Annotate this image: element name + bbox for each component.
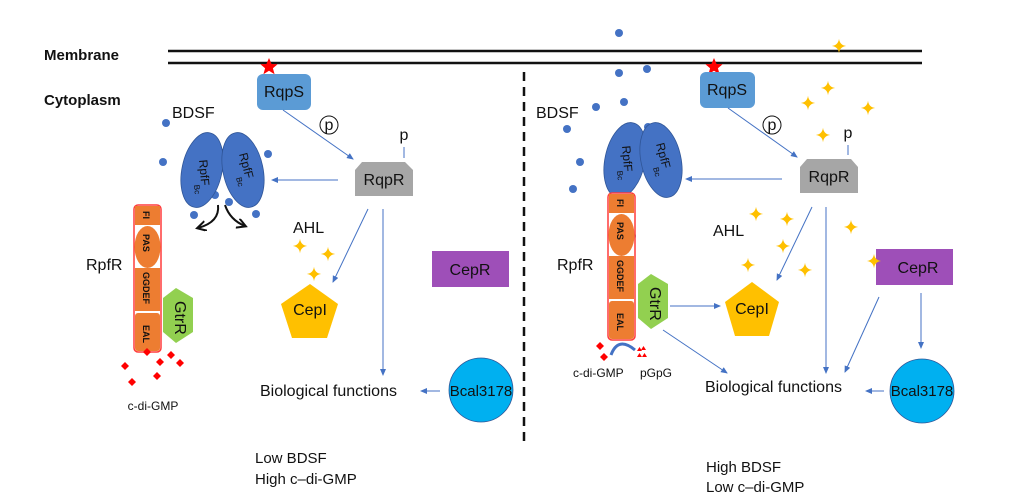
cepi-label: CepI [293,302,327,319]
condition-line-1: High BDSF [706,459,781,476]
rpfr-domain-eal: EAL [141,325,151,344]
rqpr-node: RqpR p [800,125,858,193]
c-di-gmp-label: c-di-GMP [573,366,624,380]
gtrr-label: GtrR [646,287,663,321]
bio-functions-label: Biological functions [260,383,397,400]
gtrr-node: GtrR [163,288,193,343]
bdsf-extracellular [615,29,623,37]
arrow-rqps-rqpr [282,109,354,160]
arrow-rqpr-cepi [776,206,813,281]
rqpr-label: RqpR [364,172,405,189]
rpfr-domain-eal: EAL [615,313,625,332]
rqpr-node: RqpR p [355,127,413,196]
rpfr-domain-fi: FI [615,199,625,207]
ahl-label: AHL [293,220,324,237]
pgpg-label: pGpG [640,366,672,380]
phospho-circle [762,115,782,135]
rpff-label-2: RpfF [236,151,256,180]
c-di-gmp-label: c-di-GMP [128,399,179,413]
rpff-sub-2: Bc [651,166,662,177]
arrow-gtrr-bio [662,329,728,374]
phospho-circle-label: p [768,117,777,134]
c-di-gmp-molecules [596,342,608,361]
rpff-label-2: RpfF [653,141,673,170]
ahl-label: AHL [713,223,744,240]
cepi-label: CepI [735,301,769,318]
condition-line-1: Low BDSF [255,450,327,467]
rpfr-domain-ggdef: GGDEF [141,272,151,305]
cytoplasm-label: Cytoplasm [44,92,121,109]
rpfr-label: RpfR [557,257,593,274]
phospho-circle-label: p [325,117,334,134]
rqps-node: RqpS [257,74,311,110]
rpff-sub-2: Bc [234,176,245,187]
arrow-rqpr-cepi [332,208,369,283]
rpff-label-1: RpfF [196,159,212,186]
rqpr-label: RqpR [809,169,850,186]
gtrr-label: GtrR [171,301,188,335]
rpfr-domain-pas: PAS [141,234,151,252]
cepr-node: CepR [432,251,509,287]
bcal3178-label: Bcal3178 [891,383,954,400]
phospho-circle [319,115,339,135]
phospho-star-icon [260,58,278,75]
bio-functions-label: Biological functions [705,379,842,396]
rqps-label: RqpS [264,84,304,101]
c-di-gmp-molecules [121,348,184,386]
rpff-dimer: RpfF Bc RpfF Bc [603,122,683,198]
release-arrow-left [198,204,220,228]
phospho-star-icon [705,58,723,75]
cepr-label: CepR [450,262,491,279]
rqpr-phospho-label: p [844,125,853,142]
condition-line-2: Low c–di-GMP [706,479,804,496]
pgpg-molecules [637,346,647,357]
ahl-molecules [292,238,336,282]
panel-left: RqpS BDSF RpfF Bc RpfF Bc p [86,58,514,488]
bcal3178-node: Bcal3178 [889,358,955,424]
rpff-dimer: RpfF Bc RpfF Bc [180,132,265,208]
release-arrow-right [224,204,245,226]
membrane-label: Membrane [44,47,119,64]
membrane [168,49,922,65]
rpfr-domain-fi: FI [141,211,151,219]
rpfr-protein: FI PAS GGDEF EAL [133,204,162,353]
cepr-node: CepR [866,249,953,285]
rqps-label: RqpS [707,82,747,99]
rqps-node: RqpS [700,72,755,108]
condition-line-2: High c–di-GMP [255,471,357,488]
bcal3178-node: Bcal3178 [448,357,514,423]
hydrolysis-arrow [609,342,636,356]
rpfr-protein: FI PAS GGDEF EAL [607,192,636,341]
rpfr-label: RpfR [86,257,122,274]
cepi-node: CepI [725,282,779,336]
rpfr-domain-pas: PAS [615,222,625,240]
rqpr-phospho-label: p [400,127,409,144]
arrow-cepr-bio [844,296,880,373]
rpff-sub-1: Bc [615,170,625,180]
cepi-node: CepI [281,284,338,338]
rpff-sub-1: Bc [192,184,202,194]
rpff-label-1: RpfF [619,145,635,172]
rpfr-domain-ggdef: GGDEF [615,260,625,293]
gtrr-node: GtrR [638,274,668,329]
panel-right: RqpS BDSF RpfF Bc RpfF Bc p [536,29,955,496]
cepr-label: CepR [898,260,939,277]
bdsf-label: BDSF [536,105,579,122]
bdsf-label: BDSF [172,105,215,122]
bcal3178-label: Bcal3178 [450,383,513,400]
arrow-rqps-rqpr [727,107,798,158]
